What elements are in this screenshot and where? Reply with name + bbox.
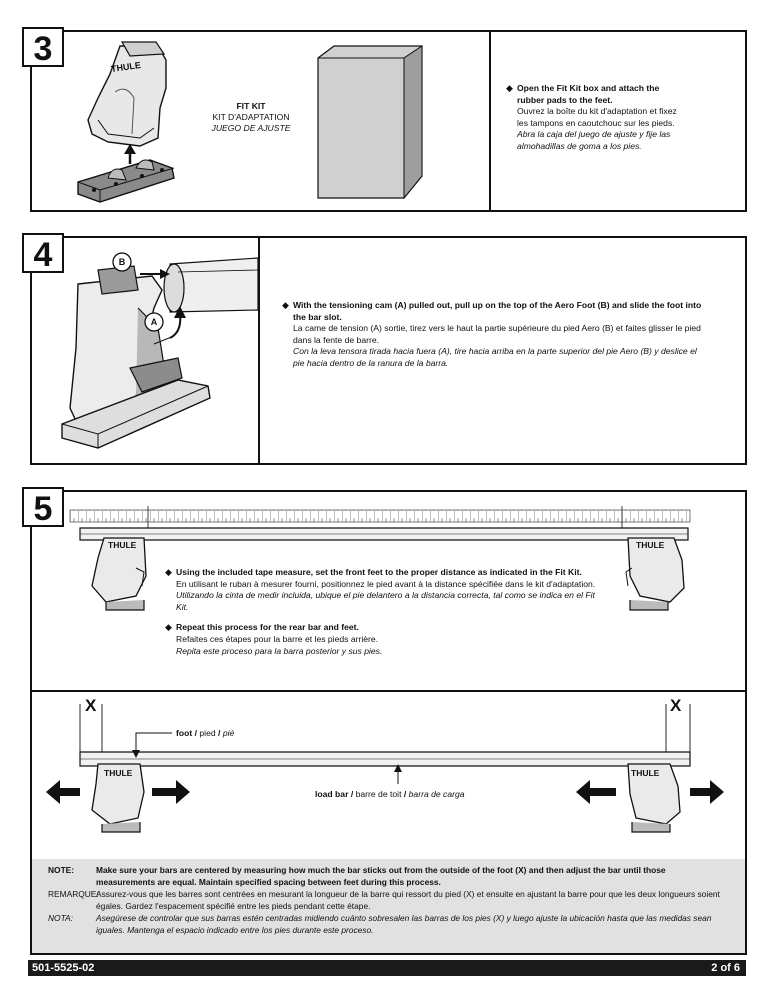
fit-kit-label-en: FIT KIT [236, 101, 266, 111]
part-number: 501-5525-02 [32, 962, 95, 974]
load-bar-label-fr: barre de toit [355, 789, 402, 799]
step-3-instr-en: Open the Fit Kit box and attach the rubb… [517, 83, 660, 105]
diagram-logo-left: THULE [104, 768, 133, 778]
step-5-instr1-en: Using the included tape measure, set the… [176, 567, 582, 577]
load-bar-label-en: load bar [315, 789, 349, 799]
load-bar-label-slash: / [403, 789, 407, 799]
step-4-instr-en: With the tensioning cam (A) pulled out, … [293, 300, 702, 322]
step-3-instructions: ◆ Open the Fit Kit box and attach the ru… [506, 83, 687, 153]
callout-a: A [150, 317, 158, 327]
step-5-instruction-2: ◆ Repeat this process for the rear bar a… [165, 622, 596, 657]
aero-foot-slide-illustration [61, 252, 259, 449]
fit-kit-label: FIT KIT KIT D'ADAPTATION JUEGO DE AJUSTE [205, 101, 297, 134]
note-en-key: NOTE: [48, 865, 75, 875]
callout-b: B [118, 257, 126, 267]
foot-rubber-pad-illustration [77, 41, 175, 203]
step-5-instr2-en: Repeat this process for the rear bar and… [176, 622, 359, 633]
step-5-logo-left: THULE [108, 540, 137, 550]
centering-diagram [46, 704, 724, 833]
step-3-number: 3 [22, 27, 64, 68]
step-5-instr1-es: Utilizando la cinta de medir incluida, u… [176, 590, 595, 612]
foot-label-es: pié [222, 728, 235, 738]
page-number: 2 of 6 [711, 962, 740, 974]
tape-measure-illustration [69, 506, 691, 611]
step-4-instructions: ◆ With the tensioning cam (A) pulled out… [282, 300, 708, 370]
step-3-divider [489, 32, 491, 210]
bullet-icon: ◆ [165, 567, 172, 577]
step-5-logo-right: THULE [636, 540, 665, 550]
step-5-instr2-fr: Refaites ces étapes pour la barre et les… [176, 633, 379, 644]
step-5-number: 5 [22, 487, 64, 528]
foot-label: foot / pied / pié [176, 728, 234, 739]
step-5-panel [30, 490, 747, 955]
diagram-logo-right: THULE [631, 768, 660, 778]
note-fr-key: REMARQUE: [48, 889, 99, 899]
step-5-divider [32, 690, 745, 692]
load-bar-label: load bar / barre de toit / barra de carg… [315, 789, 465, 800]
load-bar-label-es: barra de carga [408, 789, 465, 799]
step-4-instr-es: Con la leva tensora tirada hacia fuera (… [293, 346, 697, 368]
note-fr-text: Assurez-vous que les barres sont centrée… [96, 889, 720, 911]
bullet-icon: ◆ [506, 83, 513, 93]
step-5-instructions: ◆ Using the included tape measure, set t… [165, 567, 596, 666]
foot-label-slash: / [218, 728, 221, 738]
bullet-icon: ◆ [282, 300, 289, 310]
load-bar-label-slash: / [350, 789, 354, 799]
foot-label-slash: / [194, 728, 198, 738]
step-3-instr-es: Abra la caja del juego de ajuste y fije … [517, 129, 671, 151]
fit-kit-label-fr: KIT D'ADAPTATION [212, 112, 290, 122]
step-4-instr-fr: La came de tension (A) sortie, tirez ver… [293, 323, 701, 345]
note-background [32, 859, 745, 953]
step-3-instr-fr: Ouvrez la boîte du kit d'adaptation et f… [517, 106, 677, 128]
step-5-instruction-1: ◆ Using the included tape measure, set t… [165, 567, 596, 613]
foot-label-fr: pied [199, 728, 216, 738]
fit-kit-box-illustration [317, 45, 423, 200]
page-footer: 501-5525-02 2 of 6 [28, 960, 746, 976]
note-en-text: Make sure your bars are centered by meas… [96, 865, 666, 887]
step-5-instr1-fr: En utilisant le ruban à mesurer fourni, … [176, 578, 596, 589]
bullet-icon: ◆ [165, 622, 172, 633]
note-block: NOTE: Make sure your bars are centered b… [48, 864, 724, 936]
x-measure-right: X [670, 696, 682, 715]
note-en: NOTE: Make sure your bars are centered b… [48, 864, 724, 888]
foot-label-en: foot [176, 728, 193, 738]
x-measure-left: X [85, 696, 97, 715]
step-5-instr2-es: Repita este proceso para la barra poster… [176, 645, 383, 656]
step-4-number: 4 [22, 233, 64, 274]
note-es-text: Asegúrese de controlar que sus barras es… [96, 913, 712, 935]
note-es: NOTA: Asegúrese de controlar que sus bar… [48, 912, 724, 936]
step-4-divider [258, 238, 260, 463]
note-fr: REMARQUE: Assurez-vous que les barres so… [48, 888, 724, 912]
fit-kit-label-es: JUEGO DE AJUSTE [211, 123, 291, 133]
note-es-key: NOTA: [48, 913, 73, 923]
